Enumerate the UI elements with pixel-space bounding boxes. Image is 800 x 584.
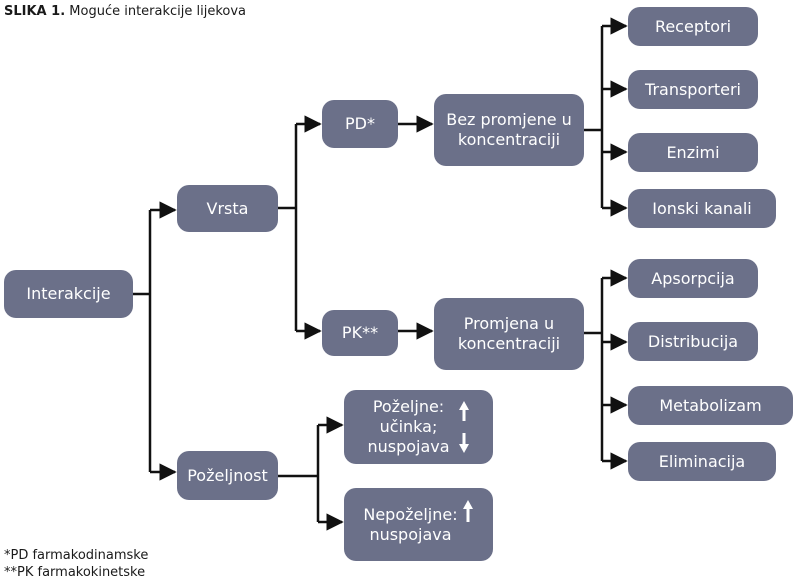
- node-pk-label: PK**: [341, 323, 379, 342]
- node-pozeljne-line2: učinka;: [379, 417, 438, 436]
- node-vrsta: Vrsta: [177, 185, 278, 232]
- up-down-arrows: [458, 399, 470, 455]
- caption-label: SLIKA 1.: [4, 4, 66, 19]
- node-distribucija-label: Distribucija: [647, 331, 739, 351]
- figure-caption: SLIKA 1. Moguće interakcije lijekova: [4, 4, 246, 19]
- node-nepozeljne: Nepoželjne: nuspojava: [344, 488, 493, 561]
- node-interakcije-label: Interakcije: [26, 284, 111, 303]
- node-transporteri: Transporteri: [628, 70, 758, 109]
- node-pozeljne-line1: Poželjne:: [372, 397, 445, 416]
- node-bez-promjene: Bez promjene u koncentraciji: [434, 94, 584, 166]
- node-ionski-kanali: Ionski kanali: [628, 189, 776, 228]
- node-promjena-line2: koncentraciji: [457, 334, 561, 353]
- node-pk: PK**: [322, 310, 398, 356]
- up-arrow: [462, 498, 474, 524]
- node-ionski-kanali-label: Ionski kanali: [652, 198, 752, 218]
- edge-pozeljnost-bracket: [278, 425, 320, 522]
- edge-pd-bracket: [584, 26, 604, 208]
- edge-vrsta-bracket: [278, 124, 298, 331]
- footnote-pd: *PD farmakodinamske: [4, 548, 149, 563]
- node-interakcije: Interakcije: [4, 270, 133, 318]
- node-apsorpcija-label: Apsorpcija: [651, 268, 735, 288]
- node-eliminacija-label: Eliminacija: [658, 451, 746, 471]
- node-nepozeljne-line1: Nepoželjne:: [363, 504, 458, 524]
- node-pd-label: PD*: [345, 114, 375, 133]
- arrow-up-icon: [462, 500, 473, 522]
- edge-interakcije-bracket: [133, 210, 152, 472]
- node-transporteri-label: Transporteri: [645, 79, 741, 99]
- node-distribucija: Distribucija: [628, 322, 758, 361]
- footnote-pk: **PK farmakokinetske: [4, 565, 146, 580]
- node-promjena-line1: Promjena u: [463, 314, 555, 333]
- node-promjena: Promjena u koncentraciji: [434, 298, 584, 370]
- arrow-up-down-icon: [458, 401, 469, 453]
- node-metabolizam-label: Metabolizam: [659, 395, 762, 415]
- edge-pk-bracket: [584, 278, 604, 461]
- node-bez-promjene-line1: Bez promjene u: [446, 110, 572, 129]
- node-receptori: Receptori: [628, 7, 758, 46]
- node-metabolizam: Metabolizam: [628, 386, 793, 425]
- node-pozeljne-line3: nuspojava: [367, 437, 450, 456]
- node-pozeljnost: Poželjnost: [177, 451, 278, 500]
- node-eliminacija: Eliminacija: [628, 442, 776, 481]
- node-vrsta-label: Vrsta: [206, 198, 249, 218]
- node-pozeljnost-label: Poželjnost: [187, 465, 268, 485]
- node-pozeljne: Poželjne: učinka; nuspojava: [344, 390, 493, 464]
- caption-text: Moguće interakcije lijekova: [69, 4, 247, 19]
- node-enzimi: Enzimi: [628, 133, 758, 172]
- node-apsorpcija: Apsorpcija: [628, 259, 758, 298]
- node-receptori-label: Receptori: [654, 16, 732, 36]
- node-enzimi-label: Enzimi: [666, 142, 720, 162]
- node-bez-promjene-line2: koncentraciji: [457, 130, 561, 149]
- node-nepozeljne-line2: nuspojava: [369, 524, 452, 544]
- node-pd: PD*: [322, 100, 398, 148]
